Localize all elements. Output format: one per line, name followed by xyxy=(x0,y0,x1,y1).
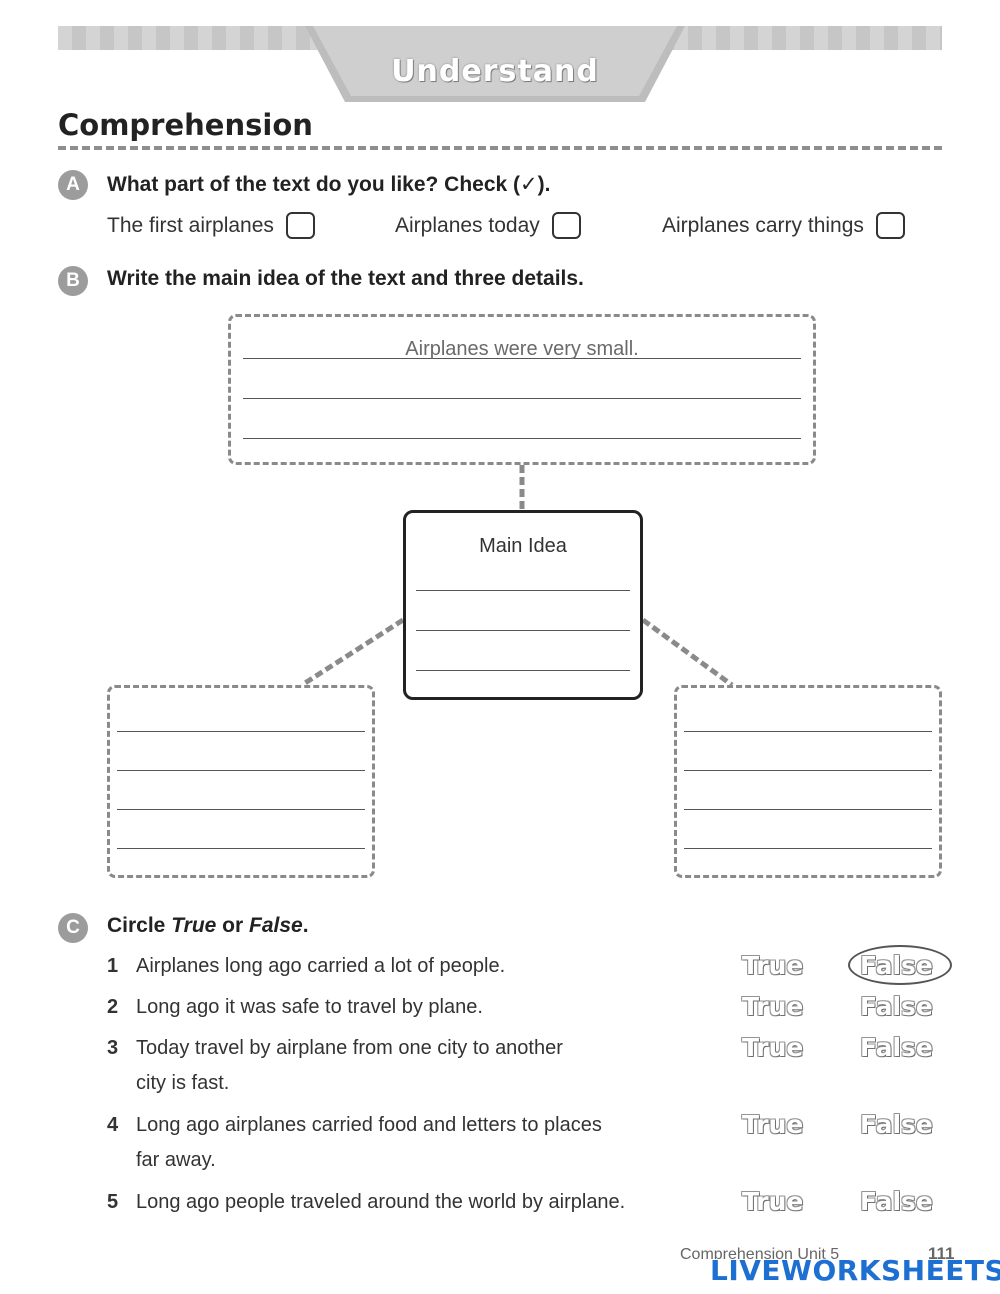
checkbox-first-airplanes[interactable] xyxy=(285,212,315,239)
write-line[interactable] xyxy=(416,670,630,671)
false-option-5[interactable]: False xyxy=(860,1187,933,1216)
detail-box-top xyxy=(228,314,816,465)
write-line[interactable] xyxy=(416,630,630,631)
option-label: Airplanes today xyxy=(395,213,540,237)
true-option-5[interactable]: True xyxy=(742,1187,804,1216)
write-line[interactable] xyxy=(243,398,801,399)
item-text-continued: far away. xyxy=(136,1149,216,1171)
false-option-4[interactable]: False xyxy=(860,1110,933,1139)
checkbox-airplanes-today[interactable] xyxy=(551,212,581,239)
page-number: 111 xyxy=(928,1244,955,1263)
header-banner-tab xyxy=(305,26,685,102)
false-option-2[interactable]: False xyxy=(860,992,933,1021)
item-text: Long ago it was safe to travel by plane. xyxy=(136,996,483,1018)
badge-a: A xyxy=(58,170,88,200)
item-text: Long ago airplanes carried food and lett… xyxy=(136,1114,602,1136)
write-line[interactable] xyxy=(684,809,932,810)
example-answer: Airplanes were very small. xyxy=(405,338,639,360)
item-text: Today travel by airplane from one city t… xyxy=(136,1037,563,1059)
item-number: 5 xyxy=(107,1191,119,1213)
write-line[interactable] xyxy=(416,590,630,591)
question-a: What part of the text do you like? Check… xyxy=(107,173,551,196)
write-line[interactable] xyxy=(243,438,801,439)
option-label: The first airplanes xyxy=(107,213,274,237)
false-option-3[interactable]: False xyxy=(860,1033,933,1062)
item-number: 4 xyxy=(107,1114,119,1136)
footer-label: Comprehension Unit 5 xyxy=(680,1246,840,1263)
section-title: Comprehension xyxy=(58,108,313,142)
true-option-2[interactable]: True xyxy=(742,992,804,1021)
option-airplanes-today: Airplanes today xyxy=(395,212,581,239)
badge-c: C xyxy=(58,913,88,943)
detail-box-left xyxy=(107,685,375,878)
main-idea-box xyxy=(403,510,643,700)
true-option-1[interactable]: True xyxy=(742,951,804,980)
write-line[interactable] xyxy=(117,731,365,732)
write-line[interactable] xyxy=(243,358,801,359)
write-line[interactable] xyxy=(117,809,365,810)
question-b: Write the main idea of the text and thre… xyxy=(107,267,584,290)
item-text-continued: city is fast. xyxy=(136,1072,230,1094)
true-option-4[interactable]: True xyxy=(742,1110,804,1139)
banner-title: Understand xyxy=(391,54,599,89)
item-number: 3 xyxy=(107,1037,119,1059)
detail-box-right xyxy=(674,685,942,878)
write-line[interactable] xyxy=(684,848,932,849)
write-line[interactable] xyxy=(684,770,932,771)
option-airplanes-carry-things: Airplanes carry things xyxy=(662,212,905,239)
liveworksheets-logo: LIVEWORKSHEETS xyxy=(706,1254,1000,1287)
item-text: Airplanes long ago carried a lot of peop… xyxy=(136,955,506,977)
write-line[interactable] xyxy=(117,770,365,771)
main-idea-label: Main Idea xyxy=(479,535,567,557)
answer-circle xyxy=(848,945,952,985)
item-number: 1 xyxy=(107,955,119,977)
badge-b: B xyxy=(58,266,88,296)
option-first-airplanes: The first airplanes xyxy=(107,212,315,239)
true-option-3[interactable]: True xyxy=(742,1033,804,1062)
write-line[interactable] xyxy=(684,731,932,732)
item-text: Long ago people traveled around the worl… xyxy=(136,1191,626,1213)
write-line[interactable] xyxy=(117,848,365,849)
item-number: 2 xyxy=(107,996,119,1018)
section-divider xyxy=(58,146,942,150)
checkbox-airplanes-carry-things[interactable] xyxy=(875,212,905,239)
option-label: Airplanes carry things xyxy=(662,213,864,237)
question-c: Circle True or False. xyxy=(107,914,309,937)
logo-text: LIVEWORKSHEETS xyxy=(710,1253,1000,1287)
